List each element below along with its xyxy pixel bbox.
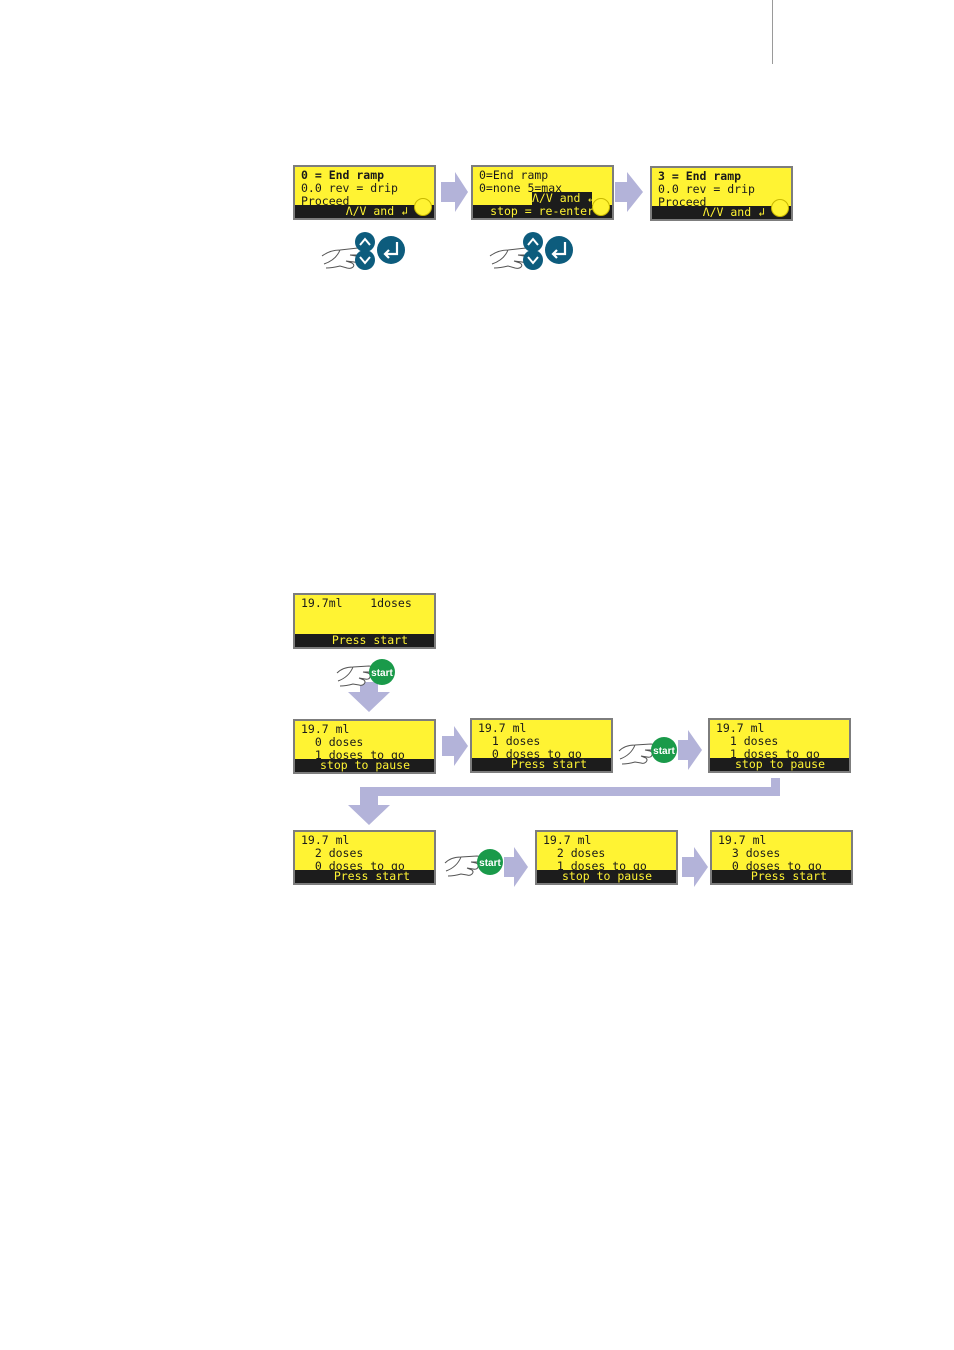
lcd-line: 19.7 ml [716,722,765,735]
lcd-line: 0=End ramp [479,169,549,182]
lcd-end-ramp-edit: 0=End ramp 0=none 5=max Λ/V and ↲ stop =… [471,165,614,220]
lcd-line: 0.0 rev = drip [658,183,755,196]
lcd-ring-icon [771,199,789,217]
lcd-line: 3 doses [718,847,781,860]
start-button-label: start [479,858,501,869]
lcd-line: 1 doses to go [543,860,647,873]
lcd-soft-key-bar: stop = re-enter [473,205,612,218]
lcd-dose-complete: 19.7 ml 1 doses 0 doses to go Press star… [470,718,613,773]
lcd-ring-icon [592,198,610,216]
enter-key-icon [377,236,405,264]
start-button-icon [477,849,503,875]
lcd-line: 0 = End ramp [301,169,385,182]
down-key-icon [355,250,375,270]
arrow-down [348,795,390,825]
start-button-label: start [653,746,675,757]
lcd-soft-key-bar: Press start [295,634,434,647]
hand-pressing-start-icon: start [336,659,395,687]
lcd-line: 1 doses to go [716,748,820,761]
lcd-line: Proceed [301,195,350,208]
lcd-line: 1 doses to go [301,749,405,762]
header-rule [772,0,773,64]
lcd-line: 19.7 ml [543,834,592,847]
arrow-right [682,847,708,887]
down-key-icon [523,250,543,270]
lcd-dose-complete: 19.7 ml 3 doses 0 doses to go Press star… [710,830,853,885]
lcd-dosing: 19.7 ml 1 doses 1 doses to go stop to pa… [708,718,851,773]
arrow-right [504,847,528,887]
lcd-line: 19.7ml 1doses [301,597,412,610]
up-key-icon [523,232,543,252]
lcd-soft-key-bar: stop to pause [537,870,676,883]
lcd-line: 0 doses to go [718,860,822,873]
lcd-line: 19.7 ml [301,723,350,736]
hand-pressing-start-icon: start [618,737,677,765]
lcd-end-ramp-set: 3 = End ramp 0.0 rev = drip Proceed Λ/V … [650,166,793,221]
arrow-right [615,172,643,212]
lcd-soft-key-bar: Press start [295,870,434,883]
lcd-dosing: 19.7 ml 2 doses 1 doses to go stop to pa… [535,830,678,885]
lcd-line: 0 doses to go [301,860,405,873]
hand-pressing-start-icon: start [444,849,503,877]
lcd-dose-ready: 19.7ml 1doses Press start [293,593,436,649]
lcd-line: 3 = End ramp [658,170,742,183]
arrow-right [442,726,468,766]
start-button-icon [651,737,677,763]
enter-key-icon [545,236,573,264]
lcd-dosing: 19.7 ml 0 doses 1 doses to go stop to pa… [293,719,436,774]
lcd-soft-key-bar: stop to pause [295,759,434,772]
lcd-line: 2 doses [543,847,606,860]
up-key-icon [355,232,375,252]
lcd-ring-icon [414,198,432,216]
lcd-line: 0 doses [301,736,364,749]
lcd-soft-key-bar: Press start [472,758,611,771]
lcd-line: 19.7 ml [718,834,767,847]
hand-pressing-keys-icon [489,232,573,270]
arrow-down [348,682,390,712]
lcd-soft-key-bar: stop to pause [710,758,849,771]
lcd-line: 1 doses [716,735,779,748]
lcd-line: 1 doses [478,735,541,748]
start-button-label: start [371,668,393,679]
arrow-right [441,172,468,212]
connector-horizontal [360,787,780,796]
arrow-right [678,730,702,770]
lcd-soft-key-bar: Press start [712,870,851,883]
hand-pressing-keys-icon [321,232,405,270]
lcd-line: 19.7 ml [478,722,527,735]
lcd-line: 0 doses to go [478,748,582,761]
lcd-line: Proceed [658,196,707,209]
lcd-soft-key-bar: Λ/V and ↲ [295,205,434,218]
lcd-line: 0.0 rev = drip [301,182,398,195]
lcd-line: 19.7 ml [301,834,350,847]
lcd-end-ramp-initial: 0 = End ramp 0.0 rev = drip Proceed Λ/V … [293,165,436,220]
lcd-soft-key-bar: Λ/V and ↲ [652,206,791,219]
lcd-dose-complete: 19.7 ml 2 doses 0 doses to go Press star… [293,830,436,885]
start-button-icon [369,659,395,685]
lcd-line: 0=none 5=max [479,182,563,195]
lcd-soft-key-bar: Λ/V and ↲ [532,191,595,205]
lcd-line: 2 doses [301,847,364,860]
